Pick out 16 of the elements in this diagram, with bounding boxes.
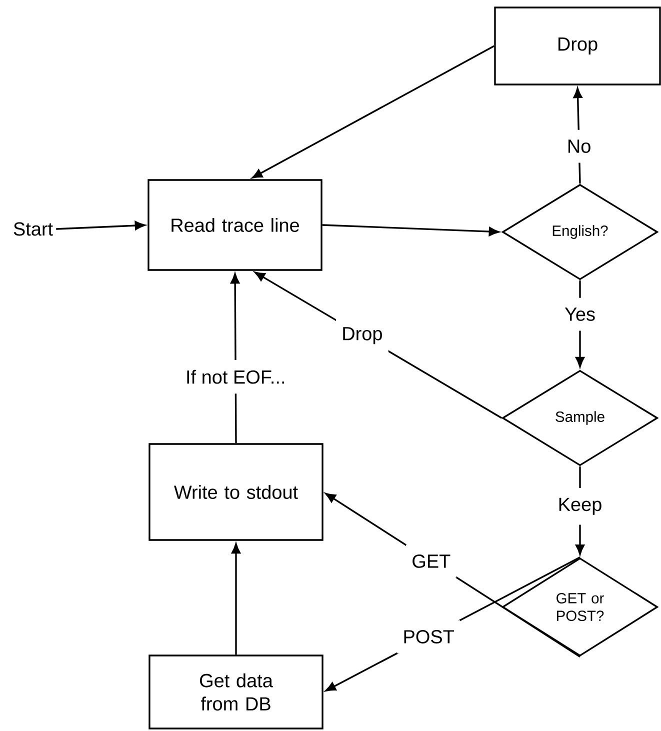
process-box: Read trace line [148, 179, 322, 271]
arrow [322, 224, 500, 236]
arrow [56, 221, 146, 230]
edge-label: If not EOF... [180, 360, 292, 394]
arrow [252, 45, 495, 178]
edge-label: No [561, 130, 597, 163]
arrow [231, 543, 241, 655]
edge-label: POST [397, 620, 460, 654]
process-box: Get data from DB [148, 654, 324, 730]
edge-label: Yes [558, 298, 602, 331]
start-text: Start [14, 222, 53, 236]
edge-label: Drop [336, 317, 388, 354]
process-box: Write to stdout [148, 443, 324, 541]
edge-label: Keep [552, 488, 608, 525]
edge-label: GET [406, 544, 456, 578]
process-box: Drop [494, 6, 661, 86]
